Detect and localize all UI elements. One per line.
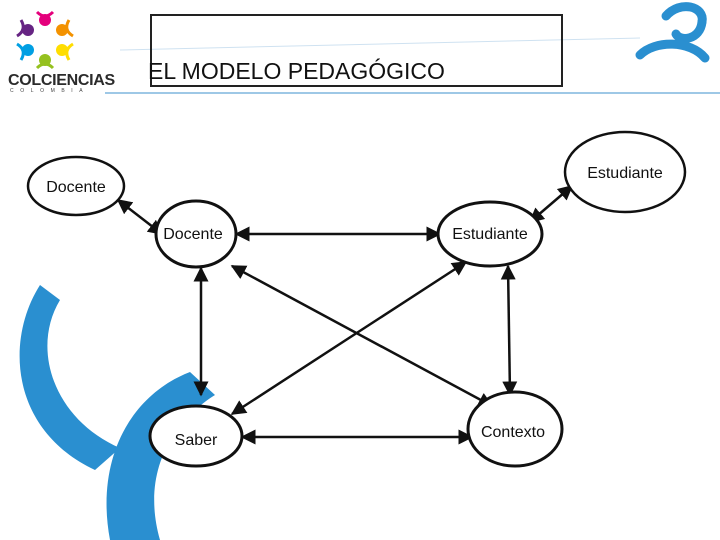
node-saber: Saber: [150, 406, 242, 466]
node-docente: Docente: [156, 201, 236, 267]
colciencias-logo-icon: [17, 12, 73, 68]
node-outer-estudiante-label: Estudiante: [587, 165, 663, 182]
node-contexto-label: Contexto: [481, 424, 545, 441]
node-contexto: Contexto: [468, 392, 562, 466]
node-outer-estudiante: Estudiante: [565, 132, 685, 212]
slide-title: EL MODELO PEDAGÓGICO: [148, 58, 445, 85]
node-saber-label: Saber: [175, 432, 218, 449]
logo-subtitle: COLOMBIA: [10, 88, 89, 94]
node-estudiante: Estudiante: [438, 202, 542, 266]
arrow-outer-estudiante-to-estudiante: [530, 186, 572, 222]
decorative-swoosh-top-right: [640, 7, 705, 58]
arrow-docente-contexto: [232, 266, 492, 406]
node-estudiante-label: Estudiante: [452, 226, 528, 243]
node-docente-label: Docente: [163, 226, 223, 243]
arrow-estudiante-contexto: [508, 266, 510, 395]
node-outer-docente-label: Docente: [46, 179, 106, 196]
node-outer-docente: Docente: [28, 157, 124, 215]
